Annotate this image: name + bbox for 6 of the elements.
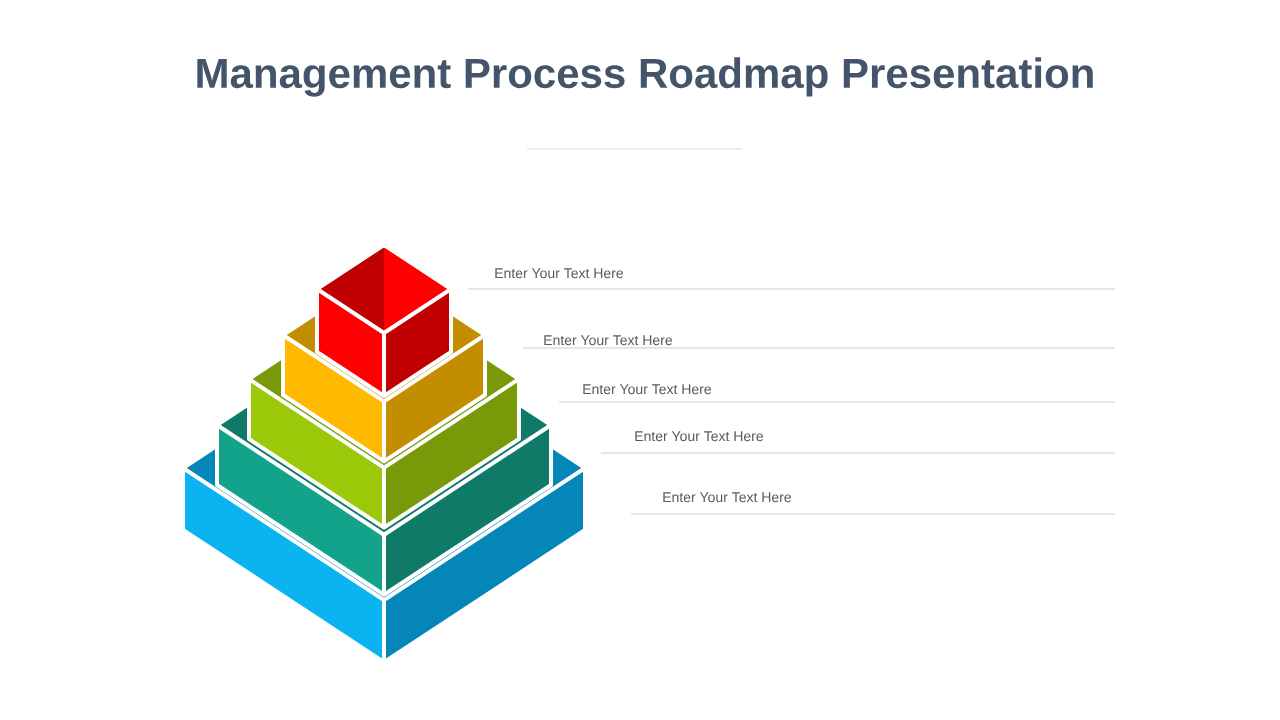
- title: Management Process Roadmap Presentation: [197, 57, 1093, 97]
- placeholder-text: Enter Your Text Here: [583, 384, 711, 395]
- placeholder-text: Enter Your Text Here: [635, 431, 763, 442]
- placeholder-text: Enter Your Text Here: [544, 335, 672, 346]
- placeholder-text: Enter Your Text Here: [495, 268, 623, 279]
- placeholder-text: Enter Your Text Here: [663, 492, 791, 503]
